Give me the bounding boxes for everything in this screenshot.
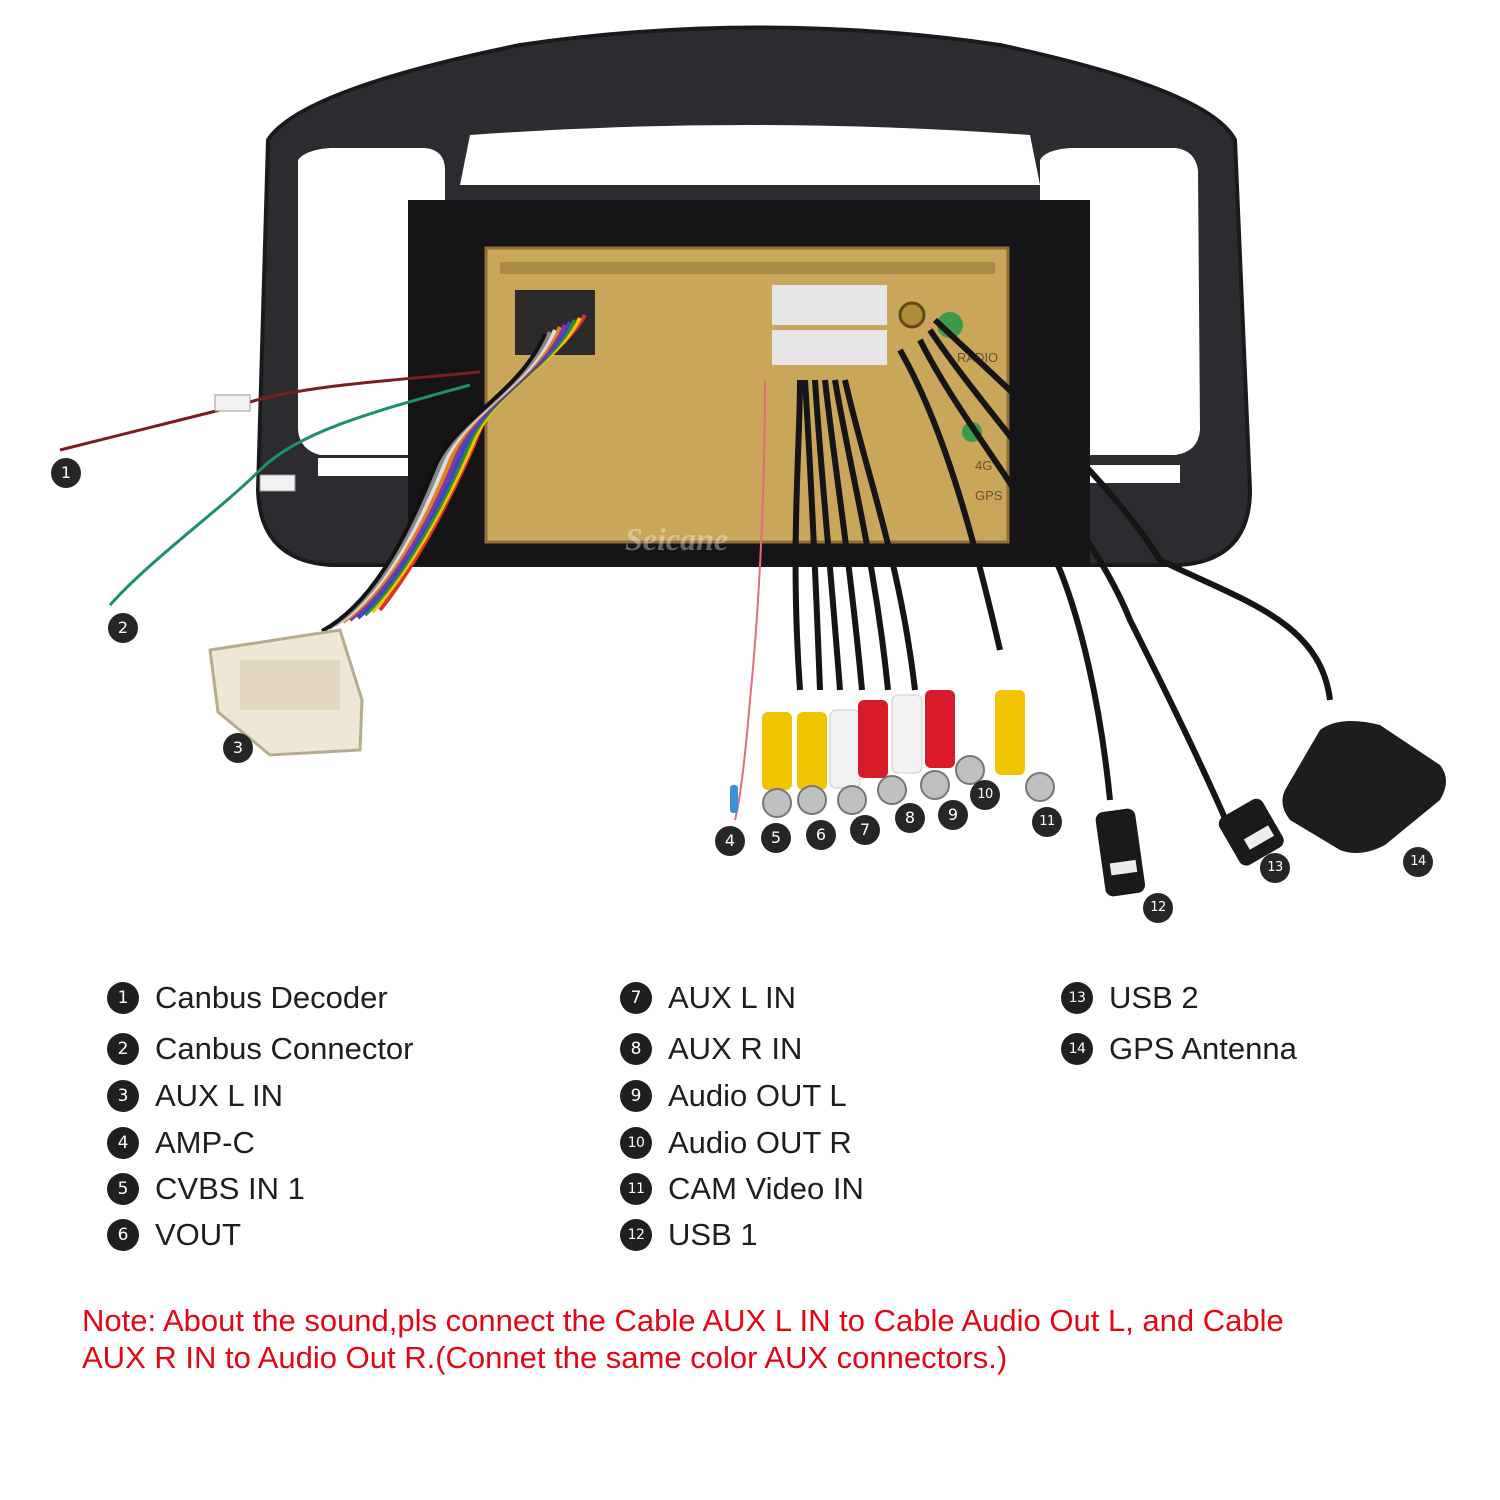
legend-label: USB 1 (668, 1217, 758, 1252)
legend-number: 10 (620, 1127, 652, 1159)
callout-5: 5 (761, 823, 791, 853)
legend-label: Audio OUT L (668, 1078, 847, 1113)
legend-number: 13 (1061, 982, 1093, 1014)
legend-item: 2 Canbus Connector (107, 1031, 414, 1066)
legend-item: 6 VOUT (107, 1217, 242, 1252)
legend-label: AUX L IN (155, 1078, 284, 1113)
callout-13: 13 (1260, 853, 1290, 883)
callout-12: 12 (1143, 893, 1173, 923)
legend-label: CAM Video IN (668, 1171, 864, 1206)
legend-number: 12 (620, 1219, 652, 1251)
callout-14: 14 (1403, 847, 1433, 877)
legend-label: VOUT (155, 1217, 242, 1252)
callout-4: 4 (715, 826, 745, 856)
legend-item: 7 AUX L IN (620, 980, 797, 1015)
gps-port-label: GPS (975, 488, 1003, 503)
legend-label: Audio OUT R (668, 1125, 852, 1160)
legend-item: 12 USB 1 (620, 1217, 758, 1252)
legend-label: Canbus Connector (155, 1031, 414, 1066)
legend-item: 1 Canbus Decoder (107, 980, 388, 1015)
legend-number: 5 (107, 1173, 139, 1205)
wire-tag (214, 394, 251, 412)
wire-harness (321, 314, 587, 633)
note-line: Note: About the sound,pls connect the Ca… (82, 1303, 1284, 1338)
callout-8: 8 (895, 803, 925, 833)
usb-plugs (1095, 798, 1284, 897)
callout-11: 11 (1032, 807, 1062, 837)
legend-item: 9 Audio OUT L (620, 1078, 847, 1113)
product-photo: RADIO GPS 4G Seicane (59, 25, 1446, 897)
legend-label: GPS Antenna (1109, 1031, 1297, 1066)
callout-10: 10 (970, 780, 1000, 810)
note-line: AUX R IN to Audio Out R.(Connet the same… (82, 1340, 1008, 1375)
legend-number: 7 (620, 982, 652, 1014)
legend-number: 1 (107, 982, 139, 1014)
legend-item: 13 USB 2 (1061, 980, 1199, 1015)
legend-number: 2 (107, 1033, 139, 1065)
legend-item: 3 AUX L IN (107, 1078, 284, 1113)
legend-number: 9 (620, 1080, 652, 1112)
legend-label: AUX L IN (668, 980, 797, 1015)
note: Note: About the sound,pls connect the Ca… (82, 1302, 1442, 1376)
legend-label: AUX R IN (668, 1031, 803, 1066)
callout-6: 6 (806, 820, 836, 850)
legend-item: 4 AMP-C (107, 1125, 255, 1160)
legend-label: Canbus Decoder (155, 980, 388, 1015)
legend-number: 4 (107, 1127, 139, 1159)
legend-number: 6 (107, 1219, 139, 1251)
legend-item: 8 AUX R IN (620, 1031, 803, 1066)
legend-number: 3 (107, 1080, 139, 1112)
legend-label: AMP-C (155, 1125, 255, 1160)
harness-plug (208, 628, 364, 757)
legend-number: 14 (1061, 1033, 1093, 1065)
gps-antenna (1282, 721, 1446, 854)
callout-7: 7 (850, 815, 880, 845)
legend-number: 8 (620, 1033, 652, 1065)
legend-item: 10 Audio OUT R (620, 1125, 852, 1160)
rca-cable-bundle (792, 317, 1333, 832)
4g-port-label: 4G (975, 458, 992, 473)
legend-item: 5 CVBS IN 1 (107, 1171, 305, 1206)
rca-plugs (730, 690, 1055, 818)
wire-canbus-connector (108, 383, 471, 606)
callout-2: 2 (108, 613, 138, 643)
legend-label: USB 2 (1109, 980, 1199, 1015)
legend-item: 11 CAM Video IN (620, 1171, 864, 1206)
watermark: Seicane (625, 521, 728, 557)
callout-1: 1 (51, 458, 81, 488)
legend-item: 14 GPS Antenna (1061, 1031, 1297, 1066)
legend-label: CVBS IN 1 (155, 1171, 305, 1206)
wire-amp-c (734, 379, 766, 821)
callout-9: 9 (938, 800, 968, 830)
wire-tag (259, 474, 296, 492)
legend-number: 11 (620, 1173, 652, 1205)
callout-3: 3 (223, 733, 253, 763)
